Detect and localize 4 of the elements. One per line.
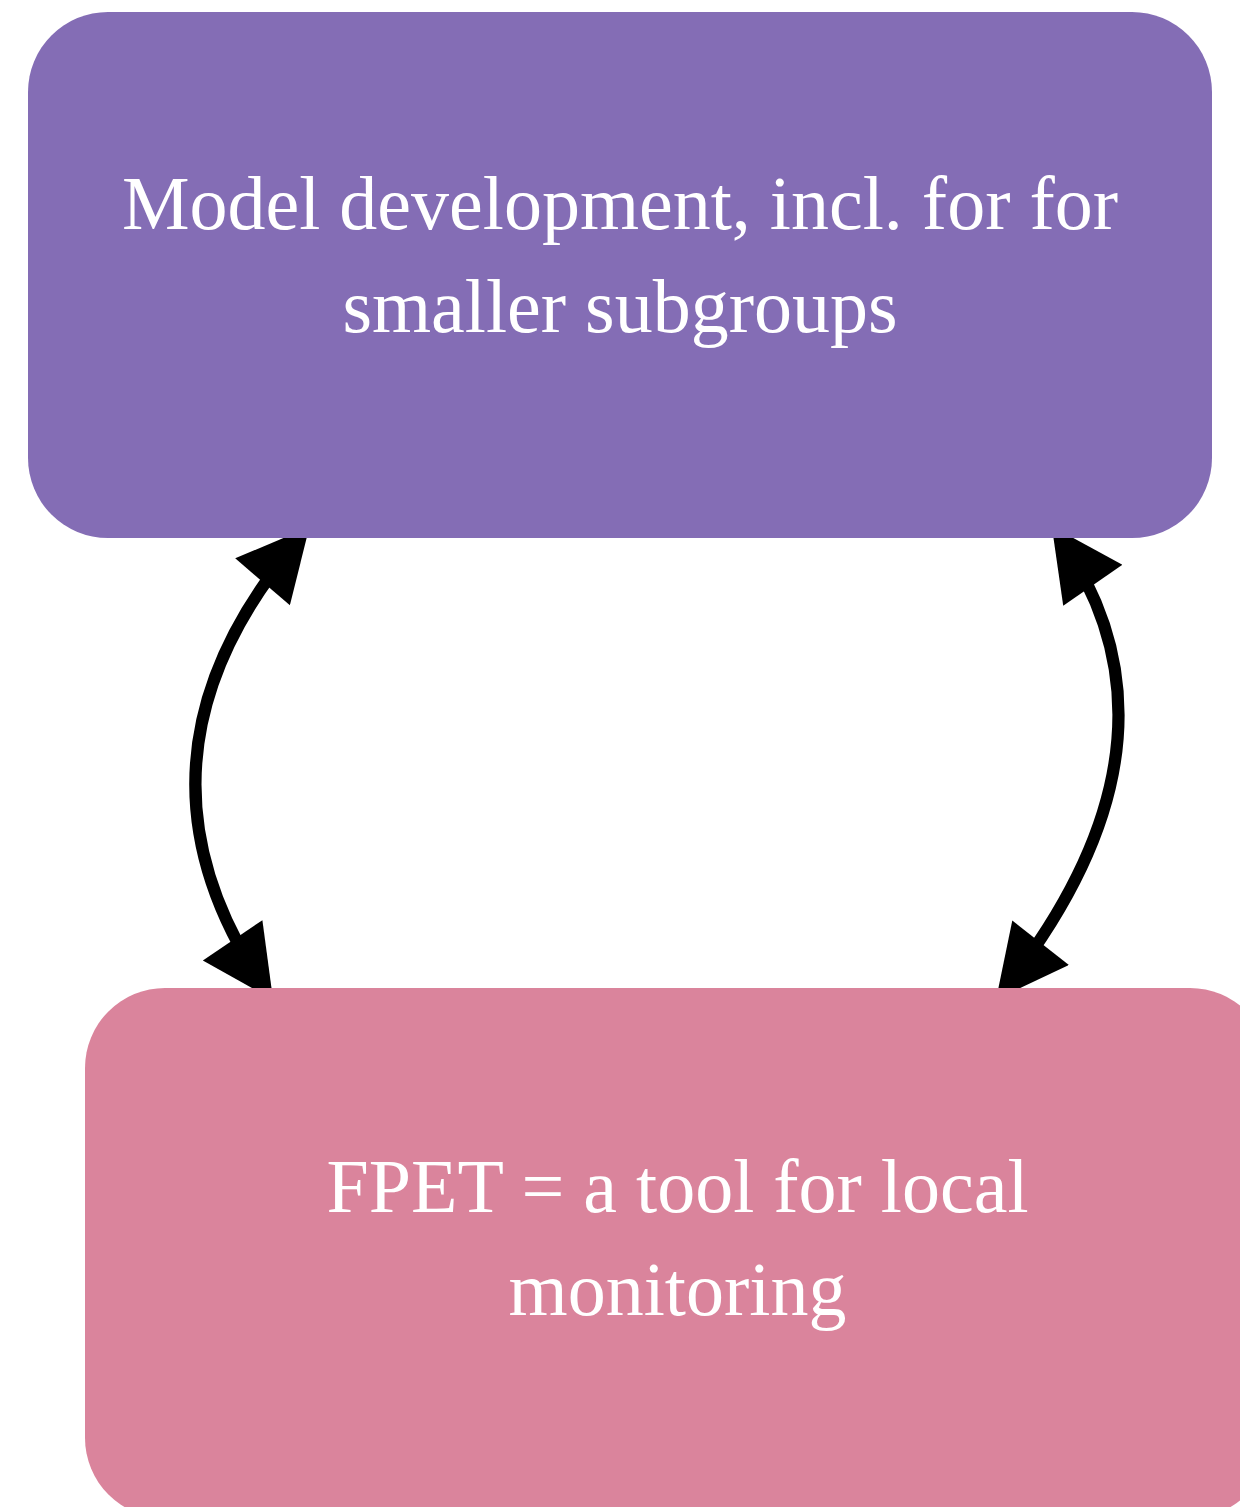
box-text: FPET = a tool for local monitoring — [325, 1143, 1030, 1333]
rounded-box — [85, 988, 1240, 1507]
box-text: Model development, incl. for for smaller subgroups — [120, 160, 1120, 350]
rounded-box — [28, 12, 1212, 538]
